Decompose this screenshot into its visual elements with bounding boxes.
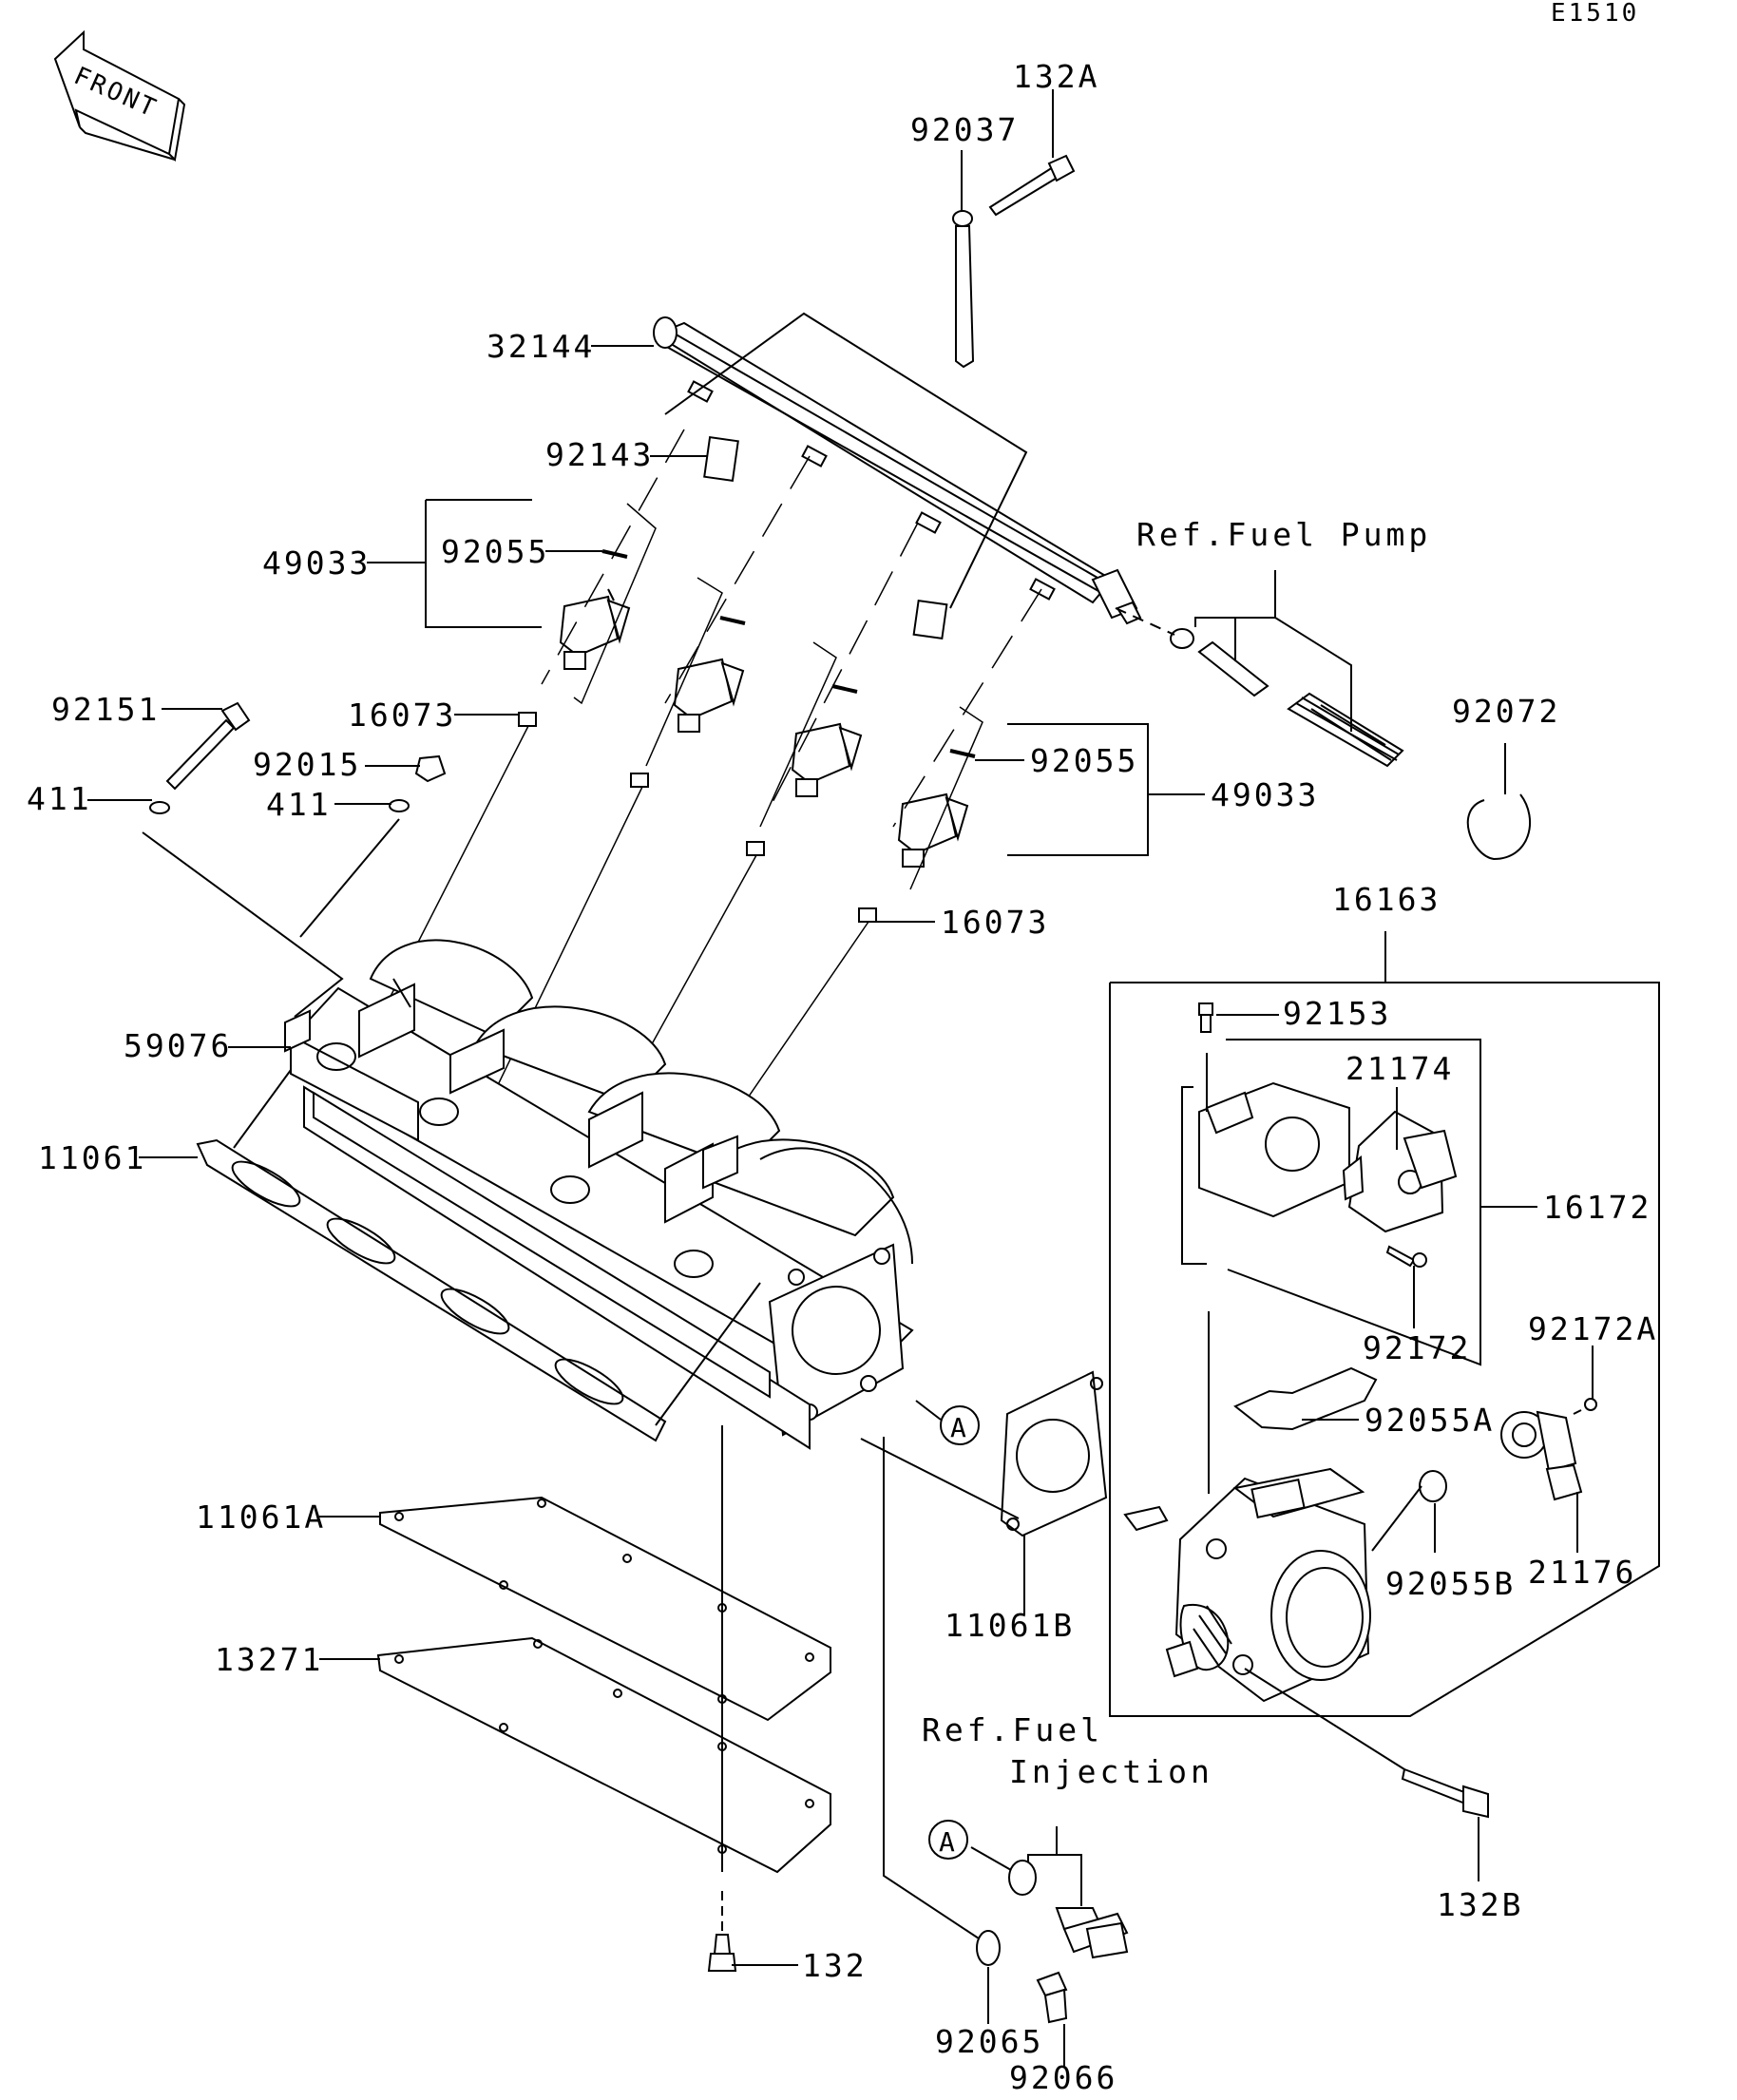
fuel-pump-hose-drawing	[1115, 607, 1404, 768]
nut-92015-drawing	[414, 754, 447, 783]
label-11061: 11061	[38, 1139, 146, 1176]
label-11061A: 11061A	[196, 1499, 326, 1536]
oring-92055B-drawing	[1419, 1470, 1447, 1502]
callout-a-1: A	[915, 1400, 980, 1445]
sensor-21176-drawing	[1500, 1410, 1583, 1501]
gasket-11061A-drawing	[379, 1496, 831, 1722]
washer-411-left	[149, 801, 170, 814]
label-16172: 16172	[1543, 1189, 1651, 1226]
label-132B: 132B	[1437, 1886, 1523, 1923]
label-92143: 92143	[545, 436, 654, 473]
ref-fuel-pump-label: Ref.Fuel Pump	[1136, 516, 1431, 553]
label-92072: 92072	[1452, 693, 1560, 730]
label-92172: 92172	[1363, 1329, 1471, 1366]
gasket-92055A-drawing	[1233, 1366, 1378, 1431]
label-132: 132	[802, 1947, 868, 1984]
throttle-body-drawing	[1123, 1467, 1371, 1703]
label-49033-left: 49033	[262, 544, 371, 582]
label-92066: 92066	[1009, 2059, 1117, 2095]
label-411-right: 411	[266, 786, 332, 823]
label-411-left: 411	[27, 780, 92, 817]
label-11061B: 11061B	[945, 1607, 1075, 1644]
label-16073-left: 16073	[348, 697, 456, 734]
gasket-11061B-drawing	[1000, 1370, 1108, 1537]
label-92055-left: 92055	[441, 533, 549, 570]
ref-fuel-injection-label-1: Ref.Fuel	[922, 1711, 1103, 1748]
washer-411-right	[389, 799, 410, 812]
label-132A: 132A	[1013, 58, 1099, 95]
label-92037: 92037	[910, 111, 1019, 148]
gasket-11061-drawing	[196, 1138, 667, 1442]
label-49033-right: 49033	[1211, 776, 1319, 813]
fuel-rail-drawing	[653, 316, 1142, 625]
label-16073-right: 16073	[941, 904, 1049, 941]
part-labels: 132A 92037 32144 92143 49033 92055 92151…	[27, 58, 1658, 2096]
valve-assembly-16172-drawing	[1198, 1081, 1458, 1233]
bolt-132A-drawing	[988, 154, 1076, 217]
screw-92153-drawing	[1198, 1002, 1213, 1033]
callout-a-1-text: A	[950, 1412, 969, 1443]
label-13271: 13271	[215, 1641, 323, 1678]
leader-lines	[87, 89, 1594, 2068]
injector-drawings	[518, 549, 976, 923]
label-16163: 16163	[1332, 881, 1441, 918]
ref-fuel-injection-label-2: Injection	[1009, 1753, 1213, 1790]
clamp-92072-drawing	[1466, 793, 1532, 861]
diagram-code: E1510	[1551, 0, 1639, 28]
callout-a-2-text: A	[939, 1826, 958, 1858]
label-92055A: 92055A	[1365, 1402, 1495, 1439]
bolt-132B-drawing	[1401, 1767, 1489, 1819]
front-arrow-icon: FRONT	[53, 29, 186, 162]
bolt-132-drawing	[707, 1891, 737, 1972]
screw-92172A-drawing	[1573, 1398, 1597, 1415]
label-92055-right: 92055	[1030, 742, 1138, 779]
label-92065: 92065	[935, 2023, 1043, 2060]
label-92015: 92015	[253, 746, 361, 783]
bolt-92151-drawing	[165, 701, 251, 791]
label-21174: 21174	[1346, 1050, 1454, 1087]
label-92172A: 92172A	[1528, 1310, 1658, 1347]
screw-92172-drawing	[1385, 1245, 1427, 1268]
label-21176: 21176	[1528, 1554, 1636, 1591]
label-59076: 59076	[124, 1027, 232, 1064]
ref-injection-parts-drawing	[976, 1860, 1129, 2024]
fuel-rail-spacers	[703, 435, 948, 640]
strap-92037-drawing	[952, 210, 975, 369]
label-32144: 32144	[487, 328, 595, 365]
callout-a-2: A	[928, 1820, 1012, 1871]
label-92153: 92153	[1283, 995, 1391, 1032]
plate-13271-drawing	[376, 1636, 831, 1874]
label-92151: 92151	[51, 691, 160, 728]
label-92055B: 92055B	[1385, 1565, 1516, 1602]
